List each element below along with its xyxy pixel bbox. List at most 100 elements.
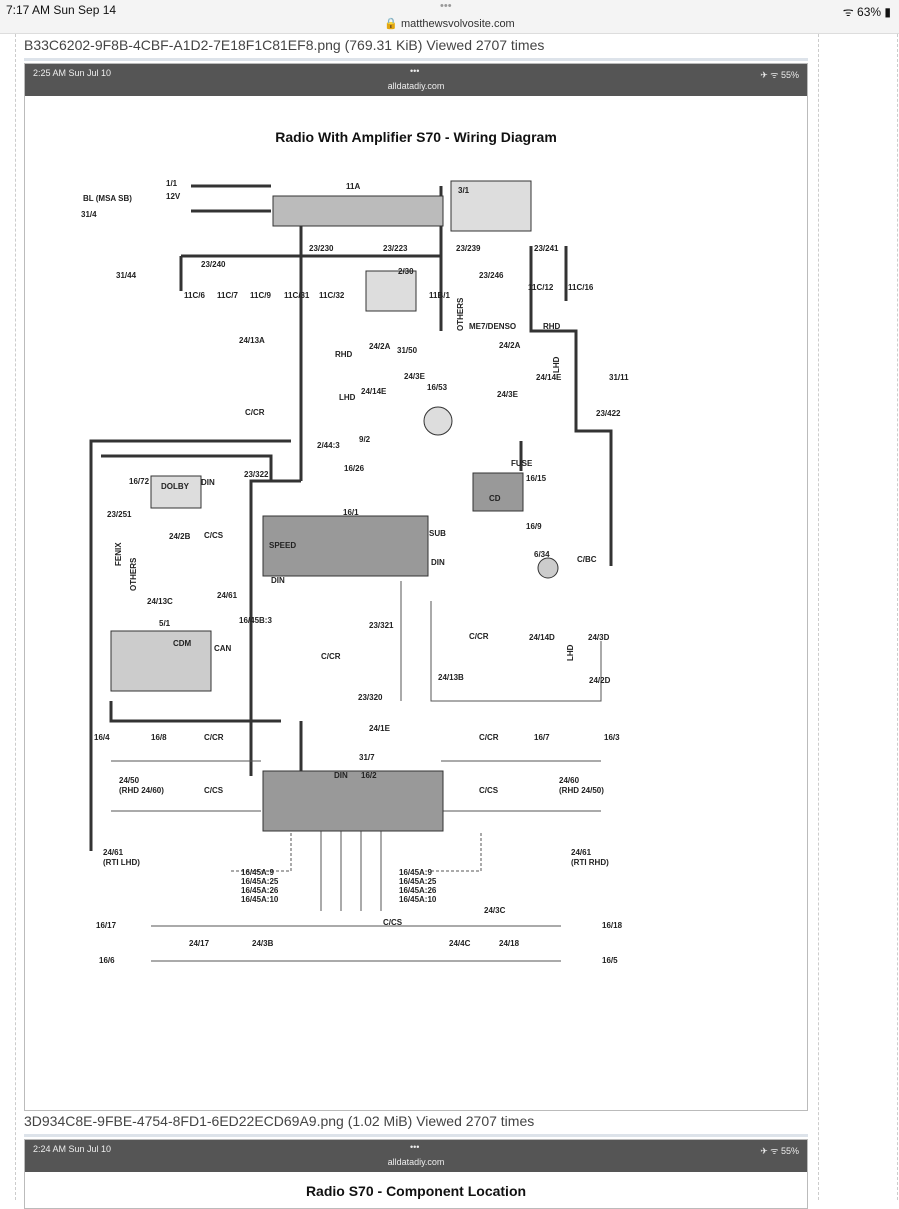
diagram-label: FENIX: [114, 542, 123, 566]
diagram-label: 23/223: [383, 244, 408, 253]
diagram-label: 16/45B:3: [239, 616, 272, 625]
inner-url: alldatadiy.com: [387, 1157, 445, 1167]
diagram-label: 24/4C: [449, 939, 471, 948]
fuse-box-11A: [272, 195, 444, 227]
cdm-5-1: [110, 630, 212, 692]
diagram-label: 5/1: [159, 619, 171, 628]
diagram-label: 16/45A:25: [399, 877, 437, 886]
diagram-label: 23/251: [107, 510, 132, 519]
diagram-label: 24/2A: [499, 341, 521, 350]
diagram-label: 11C/12: [528, 283, 554, 292]
diagram-label: 24/61: [103, 848, 124, 857]
diagram-label: 16/2: [361, 771, 377, 780]
inner-url: alldatadiy.com: [387, 81, 445, 91]
diagram-label: FUSE: [511, 459, 533, 468]
diagram-label: CAN: [214, 644, 232, 653]
inner-status-bar: 2:25 AM Sun Jul 10 ••• alldatadiy.com ✈ …: [25, 64, 807, 96]
diagram-label: 11B/1: [429, 291, 450, 300]
diagram-label: SUB: [429, 529, 446, 538]
diagram-label: 23/241: [534, 244, 559, 253]
diagram-label: 24/2A: [369, 342, 391, 351]
attachment-image-wiring[interactable]: 2:25 AM Sun Jul 10 ••• alldatadiy.com ✈ …: [24, 63, 808, 1111]
wire: [231, 831, 482, 872]
diagram-title: Radio With Amplifier S70 - Wiring Diagra…: [275, 129, 557, 145]
inner-battery: ✈ ᯤ 55%: [760, 1146, 799, 1156]
diagram-label: DOLBY: [161, 482, 190, 491]
diagram-label: 24/3D: [588, 633, 610, 642]
diagram-label: DIN: [201, 478, 215, 487]
diagram-label: 11C/9: [250, 291, 271, 300]
diagram-label: 16/45A:9: [241, 868, 274, 877]
diagram-label: C/CR: [321, 652, 341, 661]
diagram-label: 23/230: [309, 244, 334, 253]
inner-battery: ✈ ᯤ 55%: [760, 70, 799, 80]
diagram-label: 16/17: [96, 921, 117, 930]
amplifier-16-2: [262, 770, 444, 832]
diagram-label: 16/45A:26: [241, 886, 279, 895]
attachment-caption[interactable]: B33C6202-9F8B-4CBF-A1D2-7E18F1C81EF8.png…: [24, 37, 545, 53]
diagram-label: 24/61: [217, 591, 238, 600]
url-text: matthewsvolvosite.com: [401, 18, 515, 30]
inner-time: 2:25 AM Sun Jul 10: [33, 68, 112, 78]
diagram-label: 24/18: [499, 939, 520, 948]
battery-text: 63%: [857, 5, 882, 19]
diagram-label: 16/5: [602, 956, 618, 965]
content-border-right: [818, 34, 819, 1200]
diagram-label: 31/44: [116, 271, 137, 280]
diagram-label: 16/1: [343, 508, 359, 517]
diagram-label: 24/17: [189, 939, 210, 948]
diagram-label: 9/2: [359, 435, 371, 444]
diagram-label: 24/60: [559, 776, 580, 785]
diagram-label: 24/1E: [369, 724, 391, 733]
diagram-label: OTHERS: [456, 297, 465, 331]
diagram-label: 23/239: [456, 244, 481, 253]
diagram-label: 24/14D: [529, 633, 555, 642]
diagram-label: 2/44:3: [317, 441, 340, 450]
diagram-label: 16/8: [151, 733, 167, 742]
device-status-bar: 7:17 AM Sun Sep 14 ••• 🔒 matthewsvolvosi…: [0, 0, 899, 34]
diagram-label: C/BC: [577, 555, 597, 564]
diagram-label: 24/14E: [536, 373, 562, 382]
diagram-label: (RTI RHD): [571, 858, 609, 867]
attachment-image-location[interactable]: 2:24 AM Sun Jul 10 ••• alldatadiy.com ✈ …: [24, 1139, 808, 1209]
divider: [24, 1134, 808, 1137]
diagram-label: 16/15: [526, 474, 547, 483]
battery-indicator: ᯤ 63% ▮: [842, 5, 891, 19]
diagram-label: 16/3: [604, 733, 620, 742]
diagram-label: 24/3E: [404, 372, 426, 381]
address-bar[interactable]: 🔒 matthewsvolvosite.com: [384, 18, 515, 30]
inner-dots: •••: [410, 66, 420, 76]
diagram-label: 24/61: [571, 848, 592, 857]
diagram-label: 31/7: [359, 753, 375, 762]
diagram-label: 23/246: [479, 271, 504, 280]
diagram-label: 24/14E: [361, 387, 387, 396]
wire-bundle: [89, 184, 613, 851]
diagram-label: C/CS: [204, 531, 224, 540]
diagram-label: 16/53: [427, 383, 448, 392]
wire: [89, 184, 441, 851]
attachment-caption[interactable]: 3D934C8E-9FBE-4754-8FD1-6ED22ECD69A9.png…: [24, 1113, 535, 1129]
wire: [111, 581, 602, 962]
diagram-label: 12V: [166, 192, 181, 201]
tab-menu-dots[interactable]: •••: [440, 0, 452, 12]
diagram-label: (RHD 24/50): [559, 786, 604, 795]
inner-time: 2:24 AM Sun Jul 10: [33, 1144, 112, 1154]
diagram-label: DIN: [334, 771, 348, 780]
radio-unit-16-1: [262, 515, 429, 577]
diagram-label: 16/45A:9: [399, 868, 432, 877]
content-border-left: [15, 34, 16, 1200]
diagram-label: 3/1: [458, 186, 470, 195]
diagram-label: CDM: [173, 639, 192, 648]
diagram-label: 23/422: [596, 409, 621, 418]
wire: [439, 186, 613, 566]
status-time: 7:17 AM Sun Sep 14: [6, 3, 117, 17]
diagram-label: RHD: [543, 322, 561, 331]
wire: [109, 701, 303, 776]
diagram-label: LHD: [552, 356, 561, 373]
diagram-label: CD: [489, 494, 501, 503]
divider: [24, 58, 808, 61]
page-border-right: [897, 34, 898, 1200]
diagram-label: 11C/31: [284, 291, 310, 300]
diagram-label: 23/321: [369, 621, 394, 630]
diagram-label: 23/322: [244, 470, 269, 479]
